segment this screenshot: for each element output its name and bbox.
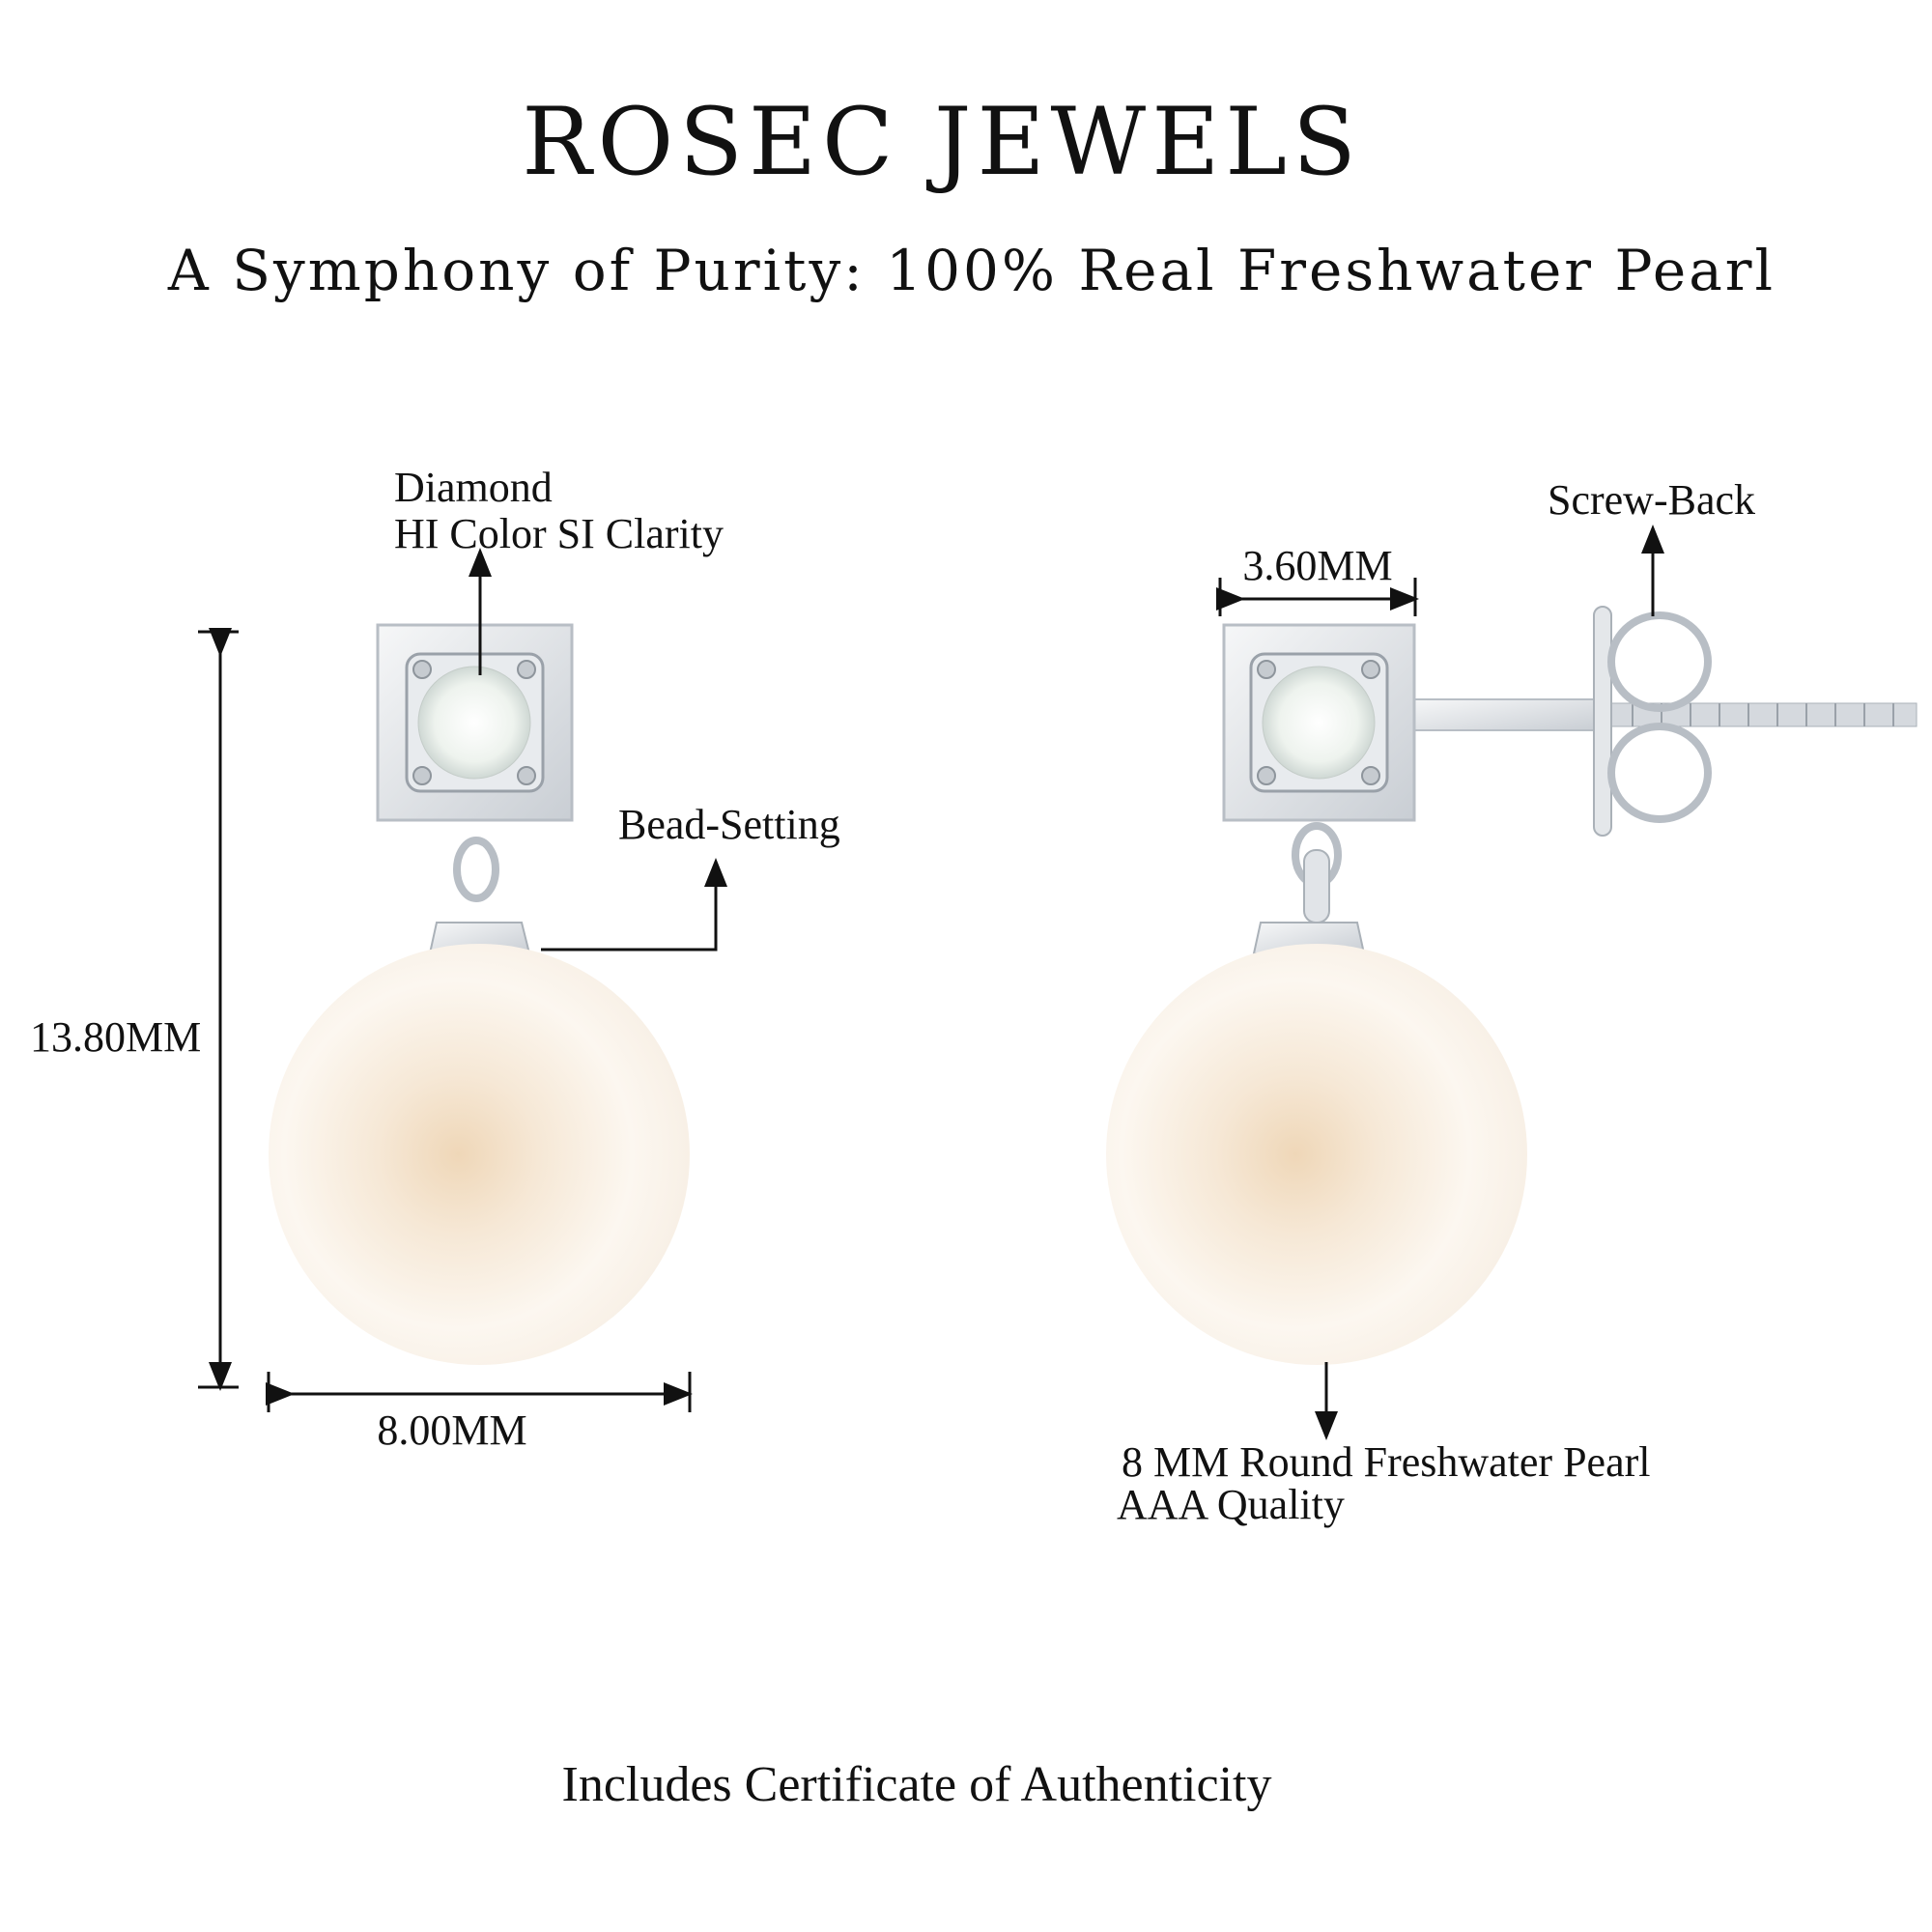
diamond-quality-label: HI Color SI Clarity bbox=[394, 510, 724, 557]
width-label: 8.00MM bbox=[377, 1406, 526, 1454]
diamond-icon bbox=[417, 666, 531, 780]
front-view-earring bbox=[269, 623, 690, 1365]
bead-setting-label: Bead-Setting bbox=[618, 801, 840, 848]
tagline: A Symphony of Purity: 100% Real Freshwat… bbox=[167, 238, 1776, 303]
screw-back-label: Screw-Back bbox=[1548, 476, 1755, 524]
side-view-earring bbox=[1106, 606, 1918, 1365]
top-width-label: 3.60MM bbox=[1242, 542, 1392, 589]
pearl-quality-label: AAA Quality bbox=[1117, 1481, 1345, 1528]
pearl-label: 8 MM Round Freshwater Pearl bbox=[1122, 1438, 1651, 1486]
pearl-image bbox=[269, 944, 690, 1365]
diamond-label: Diamond bbox=[394, 464, 553, 511]
dimension-lines bbox=[198, 525, 1664, 1440]
height-label: 13.80MM bbox=[30, 1013, 201, 1061]
brand-title: ROSEC JEWELS bbox=[522, 88, 1362, 196]
screw-back-icon bbox=[1607, 611, 1712, 712]
certificate-note: Includes Certificate of Authenticity bbox=[562, 1757, 1272, 1812]
